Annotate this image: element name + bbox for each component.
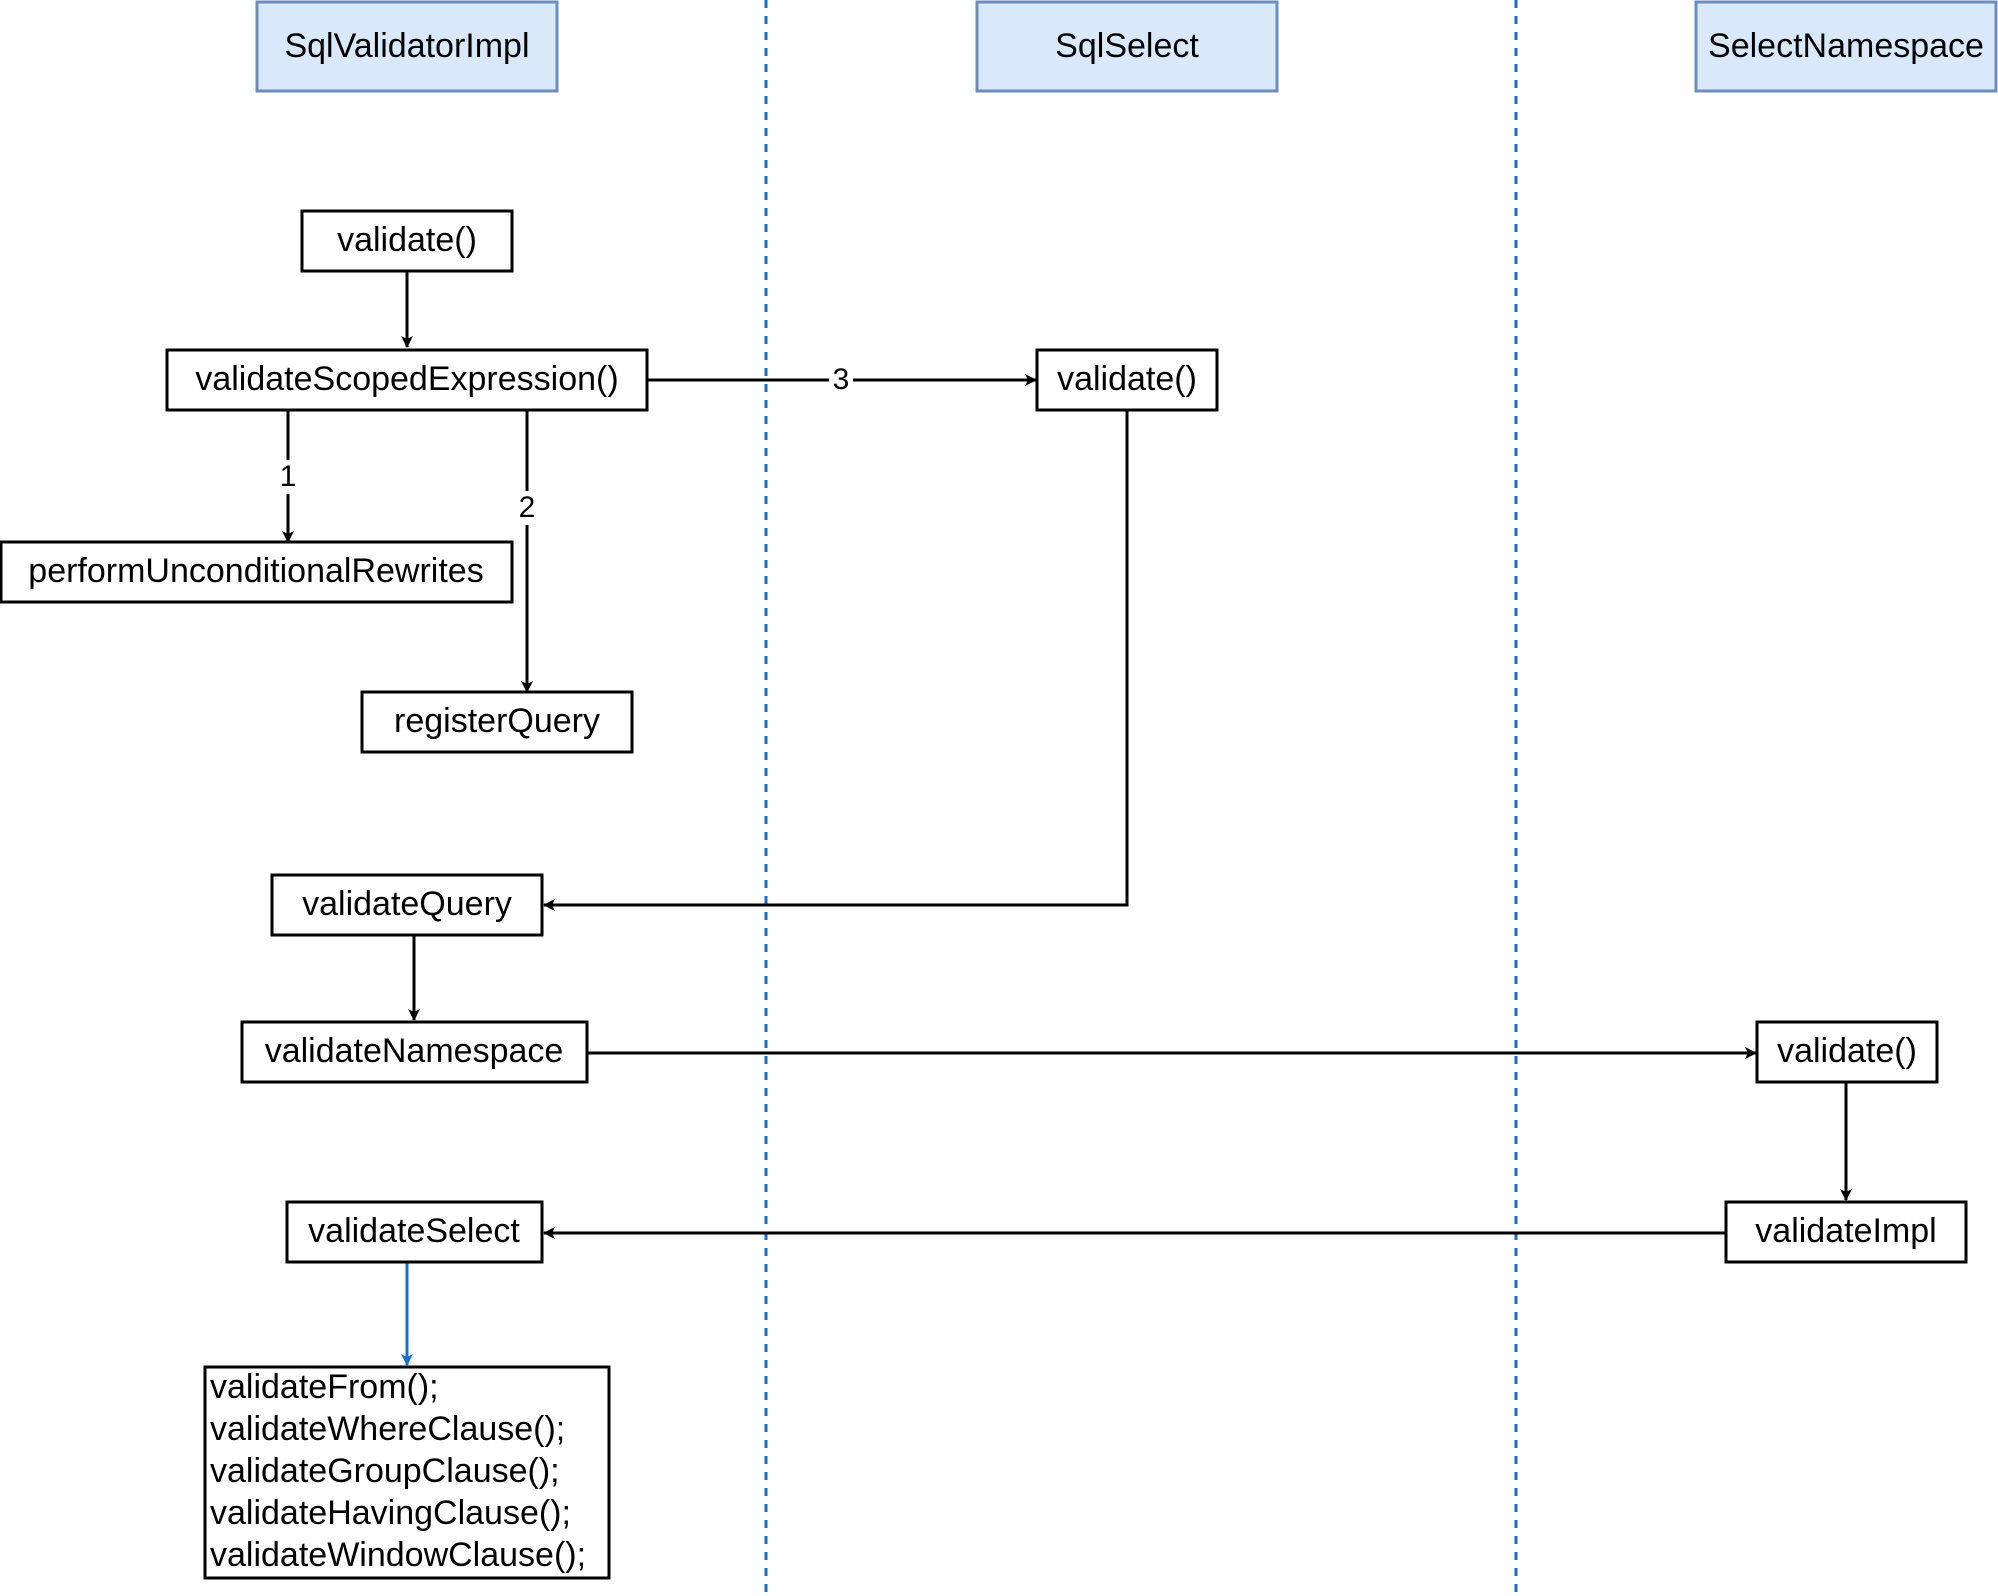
validate-select-box[interactable]: validateSelect <box>285 1200 544 1264</box>
box-label: validate() <box>1777 1032 1917 1070</box>
edge-label-1: 1 <box>280 460 297 493</box>
clause-line: validateWhereClause(); <box>210 1410 565 1448</box>
namespace-validate-box[interactable]: validate() <box>1755 1020 1939 1084</box>
validate-namespace-box[interactable]: validateNamespace <box>240 1020 589 1084</box>
perform-unconditional-rewrites-box[interactable]: performUnconditionalRewrites <box>0 540 514 604</box>
lane-header-label: SqlSelect <box>1055 27 1199 65</box>
validate-scoped-expression-box[interactable]: validateScopedExpression() <box>165 348 649 412</box>
edge-label-2: 2 <box>519 491 536 524</box>
box-label: performUnconditionalRewrites <box>28 552 483 590</box>
box-label: validateQuery <box>302 885 512 923</box>
validate-impl-box[interactable]: validateImpl <box>1724 1200 1968 1264</box>
register-query-box[interactable]: registerQuery <box>360 690 634 754</box>
box-label: validateNamespace <box>265 1032 564 1070</box>
clause-line: validateWindowClause(); <box>210 1536 586 1574</box>
box-label: validateScopedExpression() <box>195 360 618 398</box>
clause-list-box[interactable]: validateFrom(); validateWhereClause(); v… <box>203 1365 611 1580</box>
lane-header-selectnamespace[interactable]: SelectNamespace <box>1694 0 1998 93</box>
lane-header-label: SqlValidatorImpl <box>284 27 529 65</box>
lane-header-sqlselect[interactable]: SqlSelect <box>975 0 1279 93</box>
clause-line: validateFrom(); <box>210 1368 439 1406</box>
box-label: registerQuery <box>394 702 600 740</box>
box-label: validateSelect <box>308 1212 520 1250</box>
box-label: validate() <box>1057 360 1197 398</box>
lane-header-label: SelectNamespace <box>1708 27 1984 65</box>
sqlselect-validate-box[interactable]: validate() <box>1035 348 1219 412</box>
clause-line: validateHavingClause(); <box>210 1494 571 1532</box>
edge-label-3: 3 <box>833 363 850 396</box>
lane-header-sqlvalidatorimpl[interactable]: SqlValidatorImpl <box>255 0 559 93</box>
arrow-sqlselect-validate-to-validate-query <box>543 410 1129 911</box>
box-label: validate() <box>337 221 477 259</box>
box-label: validateImpl <box>1755 1212 1936 1250</box>
validator-validate-box[interactable]: validate() <box>300 209 514 273</box>
clause-line: validateGroupClause(); <box>210 1452 560 1490</box>
validate-query-box[interactable]: validateQuery <box>270 873 544 937</box>
